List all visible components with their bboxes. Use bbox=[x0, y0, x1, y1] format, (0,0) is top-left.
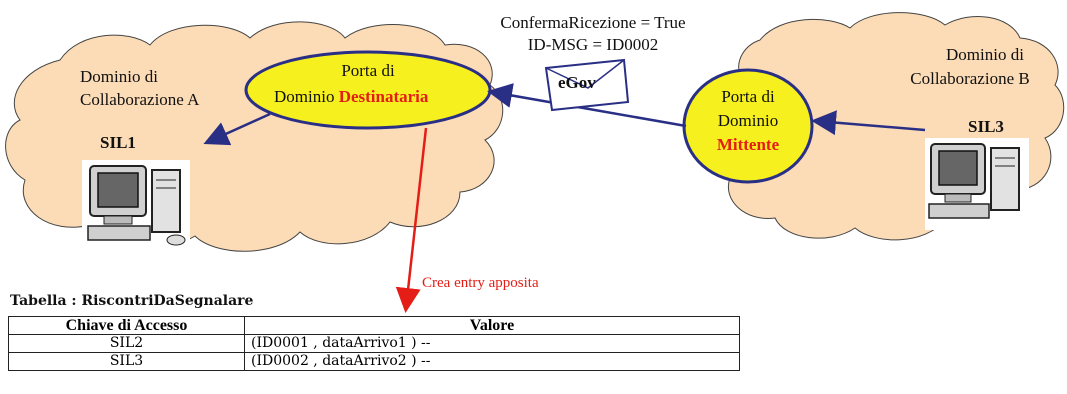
arrow-destinataria-to-sil1 bbox=[203, 112, 271, 146]
port-a-line1: Porta di bbox=[341, 61, 395, 80]
table-row: SIL3 (ID0002 , dataArrivo2 ) -- bbox=[8, 352, 740, 371]
domain-a-title-line1: Dominio di bbox=[80, 67, 158, 86]
port-a-line2: Dominio bbox=[274, 87, 335, 106]
table-title: Tabella : RiscontriDaSegnalare bbox=[10, 293, 254, 309]
cell-chiave: SIL2 bbox=[8, 334, 245, 353]
table-header-row: Chiave di Accesso Valore bbox=[8, 316, 740, 335]
cell-valore: (ID0002 , dataArrivo2 ) -- bbox=[244, 352, 740, 371]
cell-valore: (ID0001 , dataArrivo1 ) -- bbox=[244, 334, 740, 353]
sil3-label: SIL3 bbox=[968, 117, 1004, 136]
arrow-crea-entry bbox=[395, 127, 428, 313]
computer-icon-sil3 bbox=[925, 138, 1029, 230]
riscontri-table: Chiave di Accesso Valore SIL2 (ID0001 , … bbox=[8, 316, 740, 371]
port-a-text: Dominio Destinataria bbox=[274, 86, 428, 108]
port-a-role: Destinataria bbox=[338, 87, 429, 106]
message-id-line: ID-MSG = ID0002 bbox=[527, 35, 659, 54]
domain-a-title-line2: Collaborazione A bbox=[80, 90, 200, 109]
header-chiave: Chiave di Accesso bbox=[8, 316, 245, 335]
port-b-line2: Dominio bbox=[717, 111, 779, 130]
arrow-sil3-to-mittente bbox=[811, 110, 926, 136]
arrow-mittente-to-destinataria bbox=[487, 83, 687, 128]
port-b-line1: Porta di bbox=[721, 87, 775, 106]
port-b-role: Mittente bbox=[716, 135, 780, 154]
domain-b-title-line2: Collaborazione B bbox=[910, 69, 1030, 88]
egov-label: eGov bbox=[558, 73, 596, 92]
message-confirm-line: ConfermaRicezione = True bbox=[500, 13, 686, 32]
cell-chiave: SIL3 bbox=[8, 352, 245, 371]
header-valore: Valore bbox=[244, 316, 740, 335]
annotation-crea-entry: Crea entry apposita bbox=[422, 275, 539, 291]
computer-icon-sil1 bbox=[82, 160, 190, 252]
domain-b-title-line1: Dominio di bbox=[946, 45, 1024, 64]
egov-envelope-icon bbox=[544, 58, 630, 112]
sil1-label: SIL1 bbox=[100, 133, 136, 152]
table-row: SIL2 (ID0001 , dataArrivo1 ) -- bbox=[8, 334, 740, 353]
